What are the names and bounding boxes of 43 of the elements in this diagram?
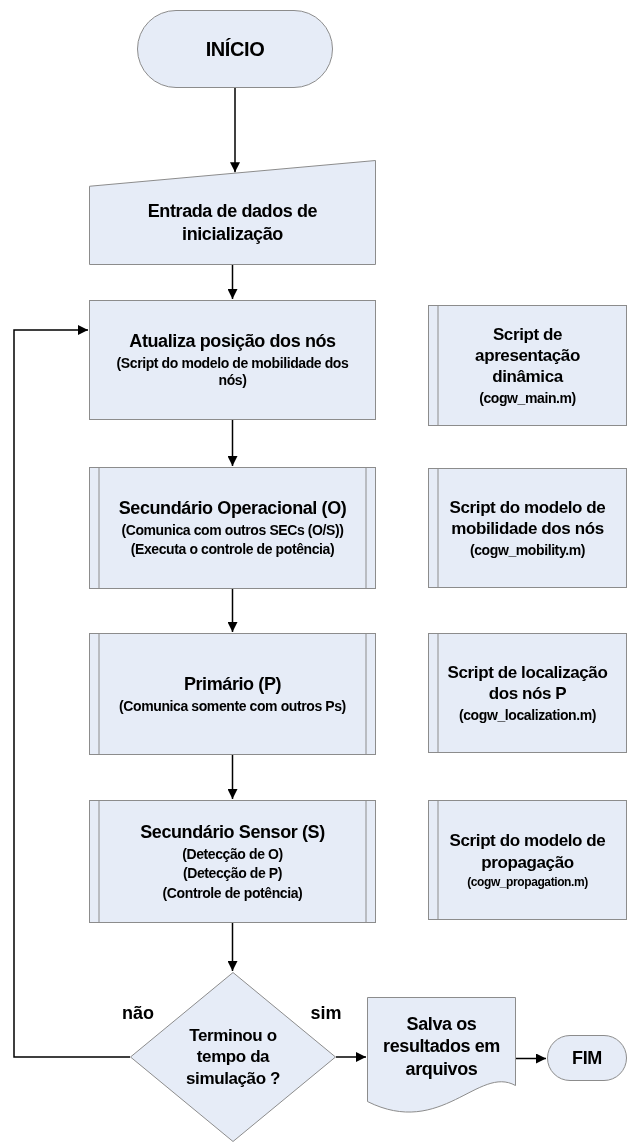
arrow — [227, 419, 238, 467]
node-detail: (cogw_main.m) — [479, 389, 576, 408]
arrow — [230, 87, 240, 173]
arrow — [227, 754, 238, 800]
node-title: Secundário Sensor (S) — [140, 821, 325, 844]
arrow — [227, 588, 238, 633]
predefined-process-box — [89, 633, 376, 755]
predefined-process-box — [428, 305, 627, 426]
arrow — [227, 264, 238, 300]
arrow — [13, 325, 131, 1058]
predefined-process-box — [89, 467, 376, 589]
arrow — [335, 1052, 367, 1062]
node-title: Atualiza posição dos nós — [129, 330, 336, 353]
node-title: Script de apresentação dinâmica — [474, 323, 581, 388]
arrow — [515, 1053, 547, 1064]
node-detail: (Detecção de O) — [182, 845, 283, 863]
node-title: Secundário Operacional (O) — [118, 497, 347, 520]
node-title: Script de localização dos nós P — [446, 662, 609, 705]
node-detail: (Controle de potência) — [162, 884, 303, 902]
arrow — [227, 922, 238, 972]
node-detail: (Comunica com outros SECs (O/S)) — [121, 521, 344, 540]
node-title: Script do modelo de mobilidade dos nós — [448, 497, 607, 540]
predefined-process-box — [89, 800, 376, 923]
process-box — [89, 300, 376, 420]
node-title: Salva os resultados em arquivos — [382, 1012, 501, 1081]
node-detail: (Script do modelo de mobilidade dos nós) — [115, 354, 350, 390]
node-detail: (cogw_localization.m) — [458, 706, 597, 724]
node-title: INÍCIO — [205, 36, 265, 62]
predefined-process-box — [428, 800, 627, 920]
node-title: Primário (P) — [183, 673, 282, 696]
terminator-shape — [547, 1035, 627, 1081]
node-title: Terminou o tempo da simulação ? — [185, 1025, 281, 1089]
manual-input-shape — [89, 160, 376, 265]
node-detail: (cogw_mobility.m) — [469, 541, 586, 559]
node-detail: (Executa o controle de potência) — [130, 541, 335, 559]
node-title: FIM — [572, 1046, 602, 1070]
node-detail: (Comunica somente com outros Ps) — [119, 697, 346, 715]
node-title: Entrada de dados de inicialização — [146, 200, 319, 245]
node-detail: (Detecção de P) — [182, 865, 282, 883]
predefined-process-box — [428, 468, 627, 588]
node-detail: (cogw_propagation.m) — [467, 874, 588, 890]
predefined-process-box — [428, 633, 627, 753]
node-title: Script do modelo de propagação — [448, 830, 607, 873]
